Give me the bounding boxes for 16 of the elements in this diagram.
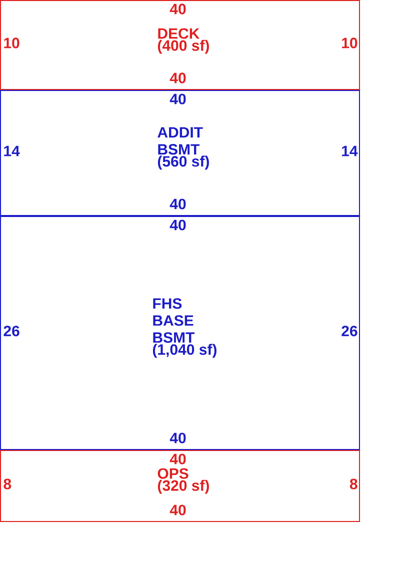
dimension-label: 40	[170, 72, 186, 84]
dimension-label: 40	[170, 220, 186, 230]
dimension-label: 26	[4, 326, 20, 336]
dimension-label: 8	[350, 478, 358, 490]
dimension-label: 8	[4, 478, 12, 490]
dimension-label: 26	[342, 326, 358, 336]
dimension-label: 40	[170, 94, 186, 104]
dimension-label: 14	[4, 146, 20, 156]
dimension-label: 14	[342, 146, 358, 156]
dimension-label: 40	[170, 432, 186, 444]
dimension-label: 40	[170, 504, 186, 516]
dimension-label: 40	[170, 198, 186, 210]
dimension-label: 40	[170, 4, 186, 14]
dimension-label: 10	[342, 38, 358, 48]
dimension-label: 10	[4, 38, 20, 48]
dimension-label: 40	[170, 454, 186, 464]
